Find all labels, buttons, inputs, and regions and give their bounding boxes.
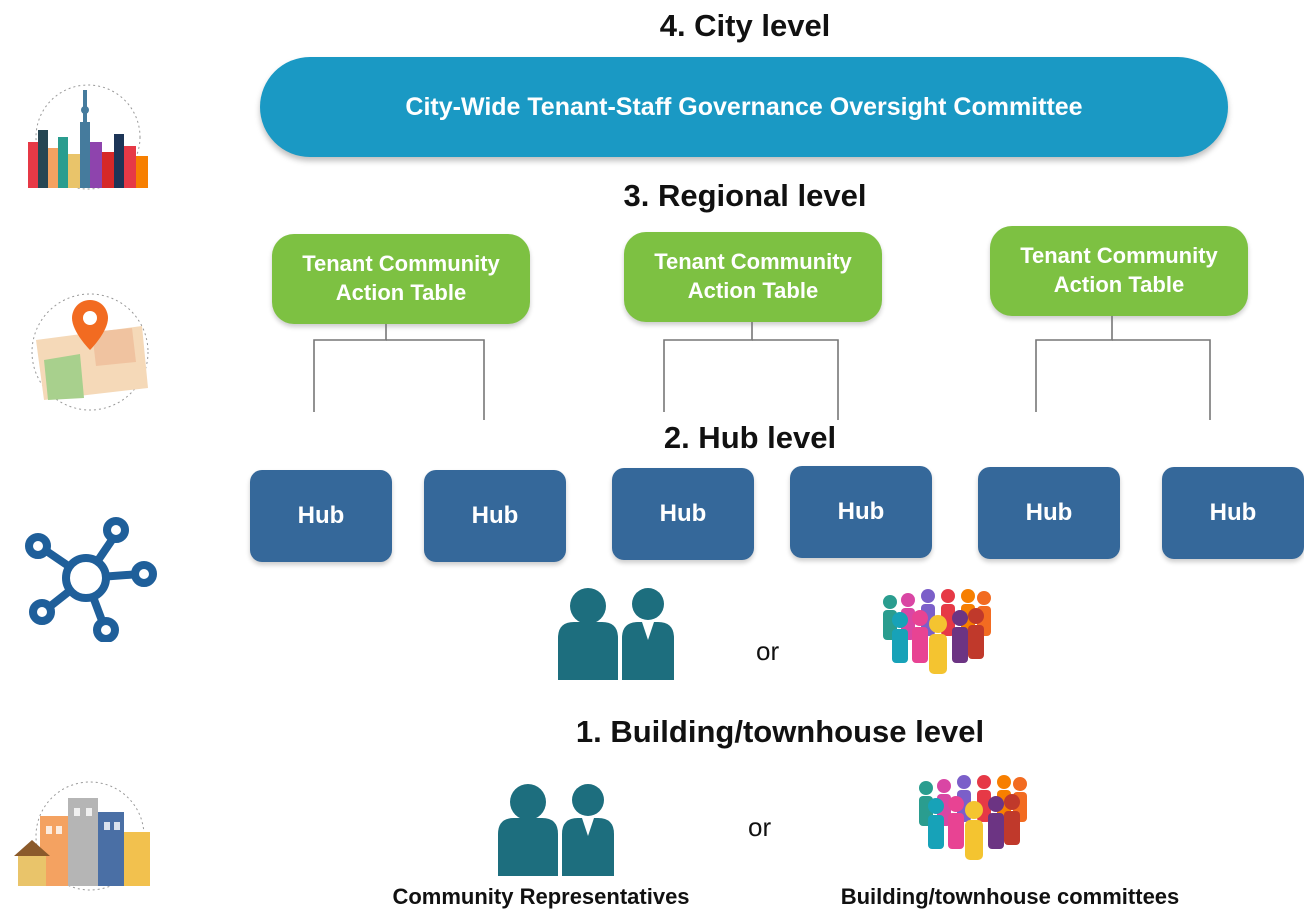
two-people-icon [558,588,674,680]
city-level-heading: 4. City level [659,8,831,43]
action-table-1: Tenant Community Action Table [272,234,530,324]
hub-2: Hub [424,470,566,562]
hub-1: Hub [250,470,392,562]
hub-4: Hub [790,466,932,558]
two-people-icon [498,784,614,876]
hub-6: Hub [1162,467,1304,559]
regional-level-heading: 3. Regional level [623,178,867,213]
city-skyline-icon [28,84,148,190]
hub-level-heading: 2. Hub level [663,420,837,455]
or-separator-hub: or [756,636,780,666]
action-table-2: Tenant Community Action Table [624,232,882,322]
action-table-3: Tenant Community Action Table [990,226,1248,316]
community-representatives-caption: Community Representatives [392,884,690,909]
hub-5: Hub [978,467,1120,559]
crowd-icon [883,589,991,674]
building-committees-caption: Building/townhouse committees [840,884,1180,909]
map-pin-icon [31,293,149,411]
crowd-icon [919,775,1027,860]
city-committee-bar: City-Wide Tenant-Staff Governance Oversi… [260,57,1228,157]
hub-3: Hub [612,468,754,560]
townhouse-buildings-icon [14,781,150,891]
network-hub-icon [25,517,157,642]
building-level-heading: 1. Building/townhouse level [575,714,985,749]
or-separator-building: or [748,812,772,842]
